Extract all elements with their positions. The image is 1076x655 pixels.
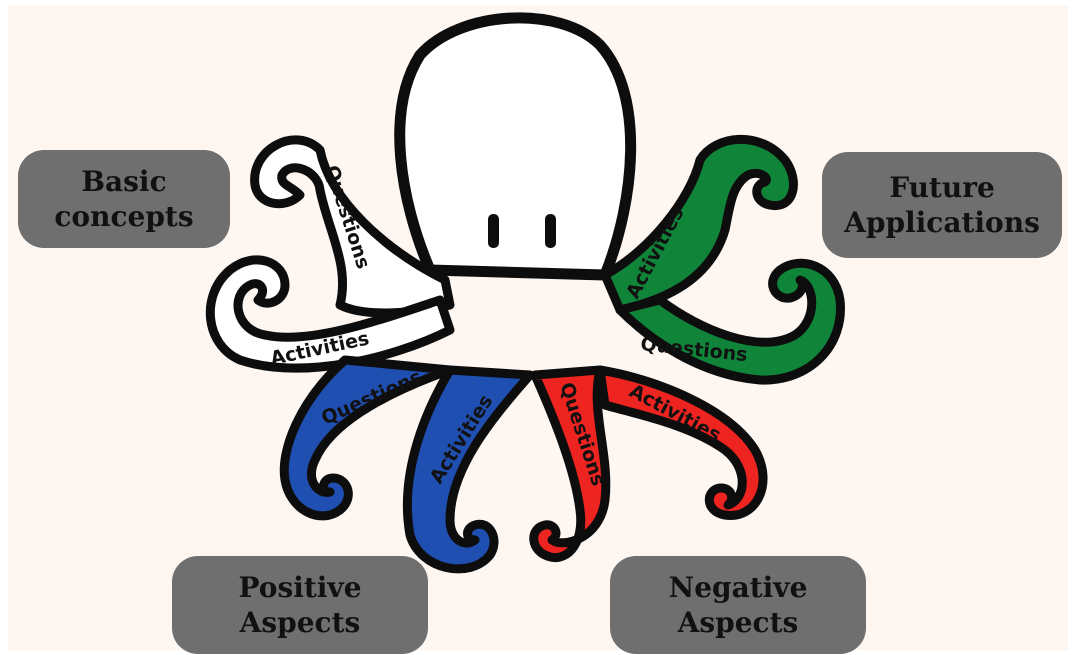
basic-line1: Basic [81, 165, 167, 198]
tentacle-red-activities [595, 365, 768, 520]
tentacle-green-activities [600, 134, 798, 315]
category-basic-concepts: Basic concepts [18, 150, 230, 248]
tentacle-red-questions [529, 365, 611, 563]
negative-line2: Aspects [677, 606, 799, 639]
positive-line2: Aspects [239, 606, 361, 639]
octopus-eye-right [545, 214, 556, 248]
future-line2: Applications [844, 206, 1040, 239]
negative-line1: Negative [668, 571, 808, 604]
octopus-head [394, 12, 637, 281]
tentacle-white-questions [250, 135, 455, 318]
tentacle-blue-activities [402, 365, 535, 574]
category-positive-aspects: Positive Aspects [172, 556, 428, 654]
category-negative-aspects: Negative Aspects [610, 556, 866, 654]
tentacle-white-activities [205, 255, 455, 373]
octopus-eye-left [488, 214, 499, 248]
positive-line1: Positive [238, 571, 362, 604]
future-line1: Future [889, 171, 995, 204]
basic-line2: concepts [54, 200, 194, 233]
tentacle-green-questions [615, 258, 845, 385]
category-future-applications: Future Applications [822, 152, 1062, 258]
tentacle-blue-questions [279, 355, 455, 521]
